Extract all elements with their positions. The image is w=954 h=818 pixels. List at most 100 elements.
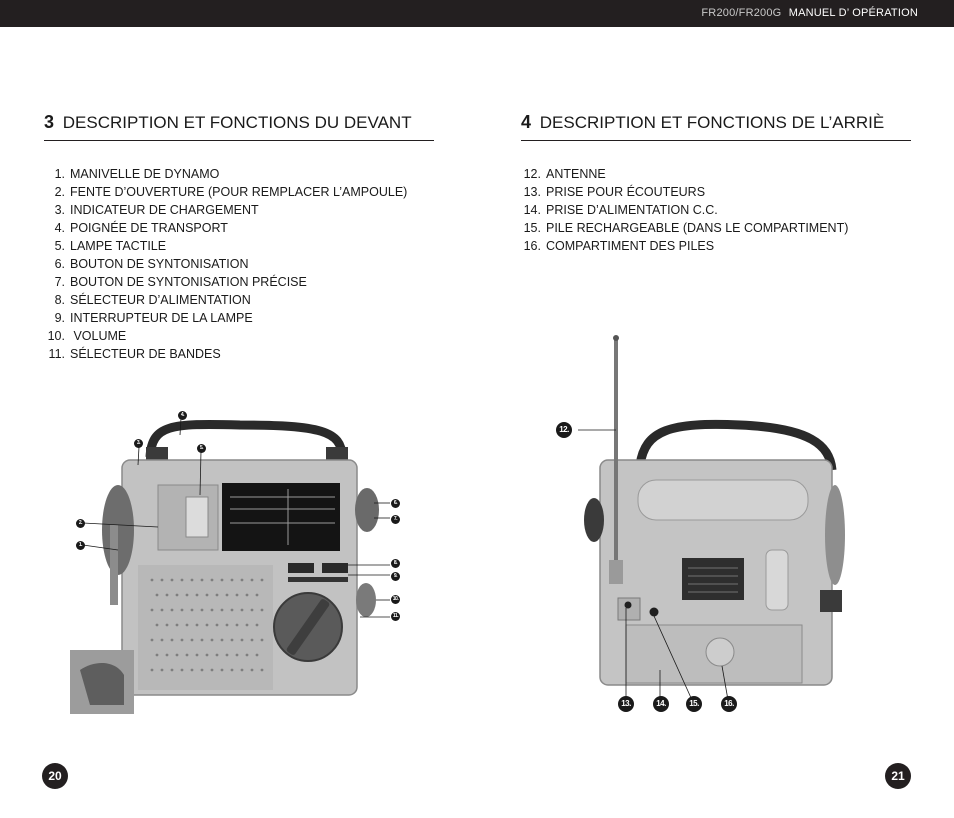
list-item-label: PILE RECHARGEABLE (DANS LE COMPARTIMENT) xyxy=(546,221,849,235)
jack-panel xyxy=(617,597,641,621)
list-item-label: SÉLECTEUR D’ALIMENTATION xyxy=(70,293,251,307)
side-clip xyxy=(765,549,789,611)
volume-knob xyxy=(356,583,376,617)
callout-badge: 11. xyxy=(391,612,400,621)
compartment-latch xyxy=(705,637,735,667)
list-item-number: 2. xyxy=(54,185,65,199)
list-item: 15. PILE RECHARGEABLE (DANS LE COMPARTIME… xyxy=(521,219,849,237)
speaker-grille xyxy=(138,565,273,690)
callout-badge: 14. xyxy=(653,696,669,712)
list-item-number: 3. xyxy=(54,203,65,217)
list-item: 6. BOUTON DE SYNTONISATION xyxy=(44,255,407,273)
list-item: 1.MANIVELLE DE DYNAMO xyxy=(44,165,407,183)
back-tuning-knob xyxy=(584,498,604,542)
list-item-label: PRISE D’ALIMENTATION C.C. xyxy=(546,203,718,217)
callout-badge: 13. xyxy=(618,696,634,712)
list-item-number: 16. xyxy=(523,239,541,253)
earphone-jack xyxy=(624,601,632,609)
speaker-holes xyxy=(150,578,264,672)
list-item-number: 14. xyxy=(523,203,541,217)
callout-badge: 1. xyxy=(76,541,85,550)
left-section-rule xyxy=(44,140,434,141)
page-number-left: 20 xyxy=(42,763,68,789)
carry-handle xyxy=(145,419,347,458)
list-item-number: 10. xyxy=(47,329,65,343)
list-item: 9. INTERRUPTEUR DE LA LAMPE xyxy=(44,309,407,327)
crank-handle-grip xyxy=(820,590,842,612)
page-number-right: 21 xyxy=(885,763,911,789)
list-item: 14. PRISE D’ALIMENTATION C.C. xyxy=(521,201,848,219)
tuning-knob xyxy=(355,488,379,532)
list-item: 16. COMPARTIMENT DES PILES xyxy=(521,237,848,255)
list-item: 8. SÉLECTEUR D’ALIMENTATION xyxy=(44,291,407,309)
handle-mount-right xyxy=(326,447,348,463)
list-item-number: 7. xyxy=(54,275,65,289)
right-section-title-text: DESCRIPTION ET FONCTIONS DE L’ARRIÈ xyxy=(539,113,885,132)
list-item-label: INTERRUPTEUR DE LA LAMPE xyxy=(70,311,253,325)
power-selector-switch xyxy=(288,563,314,573)
list-item-label: FENTE D’OUVERTURE (POUR REMPLACER L’AMPO… xyxy=(70,185,408,199)
rating-label-plate xyxy=(682,558,744,600)
list-item-number: 11. xyxy=(48,347,65,361)
band-label-strip xyxy=(288,577,348,582)
dial-scale-lines xyxy=(230,489,335,545)
crank-inset-hand xyxy=(80,663,124,705)
list-item-label: LAMPE TACTILE xyxy=(70,239,167,253)
left-section-number: 3 xyxy=(44,112,55,132)
left-feature-list: 1.MANIVELLE DE DYNAMO 2. FENTE D’OUVERTURE… xyxy=(44,165,408,363)
list-item: 13. PRISE POUR ÉCOUTEURS xyxy=(521,183,848,201)
callout-badge: 15. xyxy=(686,696,702,712)
right-section-rule xyxy=(521,140,911,141)
band-knob-grip xyxy=(286,599,330,655)
back-dynamo-crank xyxy=(825,485,845,585)
front-callout-lines xyxy=(82,417,390,618)
list-item-number: 9. xyxy=(54,311,65,325)
list-item: 11. SÉLECTEUR DE BANDES xyxy=(44,345,407,363)
list-item-number: 8. xyxy=(54,293,65,307)
list-item-label: POIGNÉE DE TRANSPORT xyxy=(70,221,228,235)
touch-lamp xyxy=(185,496,209,538)
list-item-label: VOLUME xyxy=(70,329,127,343)
list-item-label: BOUTON DE SYNTONISATION xyxy=(70,257,249,271)
back-radio-illustration xyxy=(578,335,845,701)
left-section-title-text: DESCRIPTION ET FONCTIONS DU DEVANT xyxy=(62,113,412,132)
back-carry-handle xyxy=(635,419,837,471)
list-item-number: 12. xyxy=(523,167,541,181)
list-item: 12. ANTENNE xyxy=(521,165,848,183)
back-callout-lines xyxy=(578,429,729,701)
handle-mount-left xyxy=(146,447,168,463)
tuning-dial-window xyxy=(222,483,340,551)
running-header: FR200/FR200G MANUEL D’ OPÉRATION xyxy=(0,0,954,27)
list-item-label: COMPARTIMENT DES PILES xyxy=(546,239,715,253)
list-item-number: 1. xyxy=(54,167,65,181)
list-item-label: ANTENNE xyxy=(546,167,606,181)
lamp-switch xyxy=(322,563,348,573)
callout-badge: 8. xyxy=(391,559,400,568)
list-item-label: SÉLECTEUR DE BANDES xyxy=(70,347,221,361)
header-model: FR200/FR200G xyxy=(701,7,782,19)
callout-badge: 2. xyxy=(76,519,85,528)
callout-badge: 6. xyxy=(391,499,400,508)
header-text: FR200/FR200G MANUEL D’ OPÉRATION xyxy=(701,7,918,19)
callout-badge: 7. xyxy=(391,515,400,524)
list-item-number: 5. xyxy=(54,239,65,253)
list-item: 7.BOUTON DE SYNTONISATION PRÉCISE xyxy=(44,273,407,291)
callout-badge: 3. xyxy=(134,439,143,448)
label-text-lines xyxy=(688,567,738,593)
list-item-label: INDICATEUR DE CHARGEMENT xyxy=(70,203,259,217)
list-item-number: 15. xyxy=(523,221,541,235)
list-item-number: 13. xyxy=(523,185,541,199)
callout-badge: 9. xyxy=(391,572,400,581)
antenna-tip xyxy=(613,335,619,341)
list-item: 3. INDICATEUR DE CHARGEMENT xyxy=(44,201,407,219)
callout-badge: 10. xyxy=(391,595,400,604)
list-item: 5. LAMPE TACTILE xyxy=(44,237,407,255)
list-item-number: 6. xyxy=(54,257,65,271)
list-item: 2. FENTE D’OUVERTURE (POUR REMPLACER L’AM… xyxy=(44,183,408,201)
list-item-label: PRISE POUR ÉCOUTEURS xyxy=(546,185,706,199)
crank-arm xyxy=(110,525,118,605)
antenna-base xyxy=(609,560,623,584)
dc-power-jack xyxy=(649,607,659,617)
right-section-number: 4 xyxy=(521,112,532,132)
header-manual: MANUEL D’ OPÉRATION xyxy=(788,7,918,19)
